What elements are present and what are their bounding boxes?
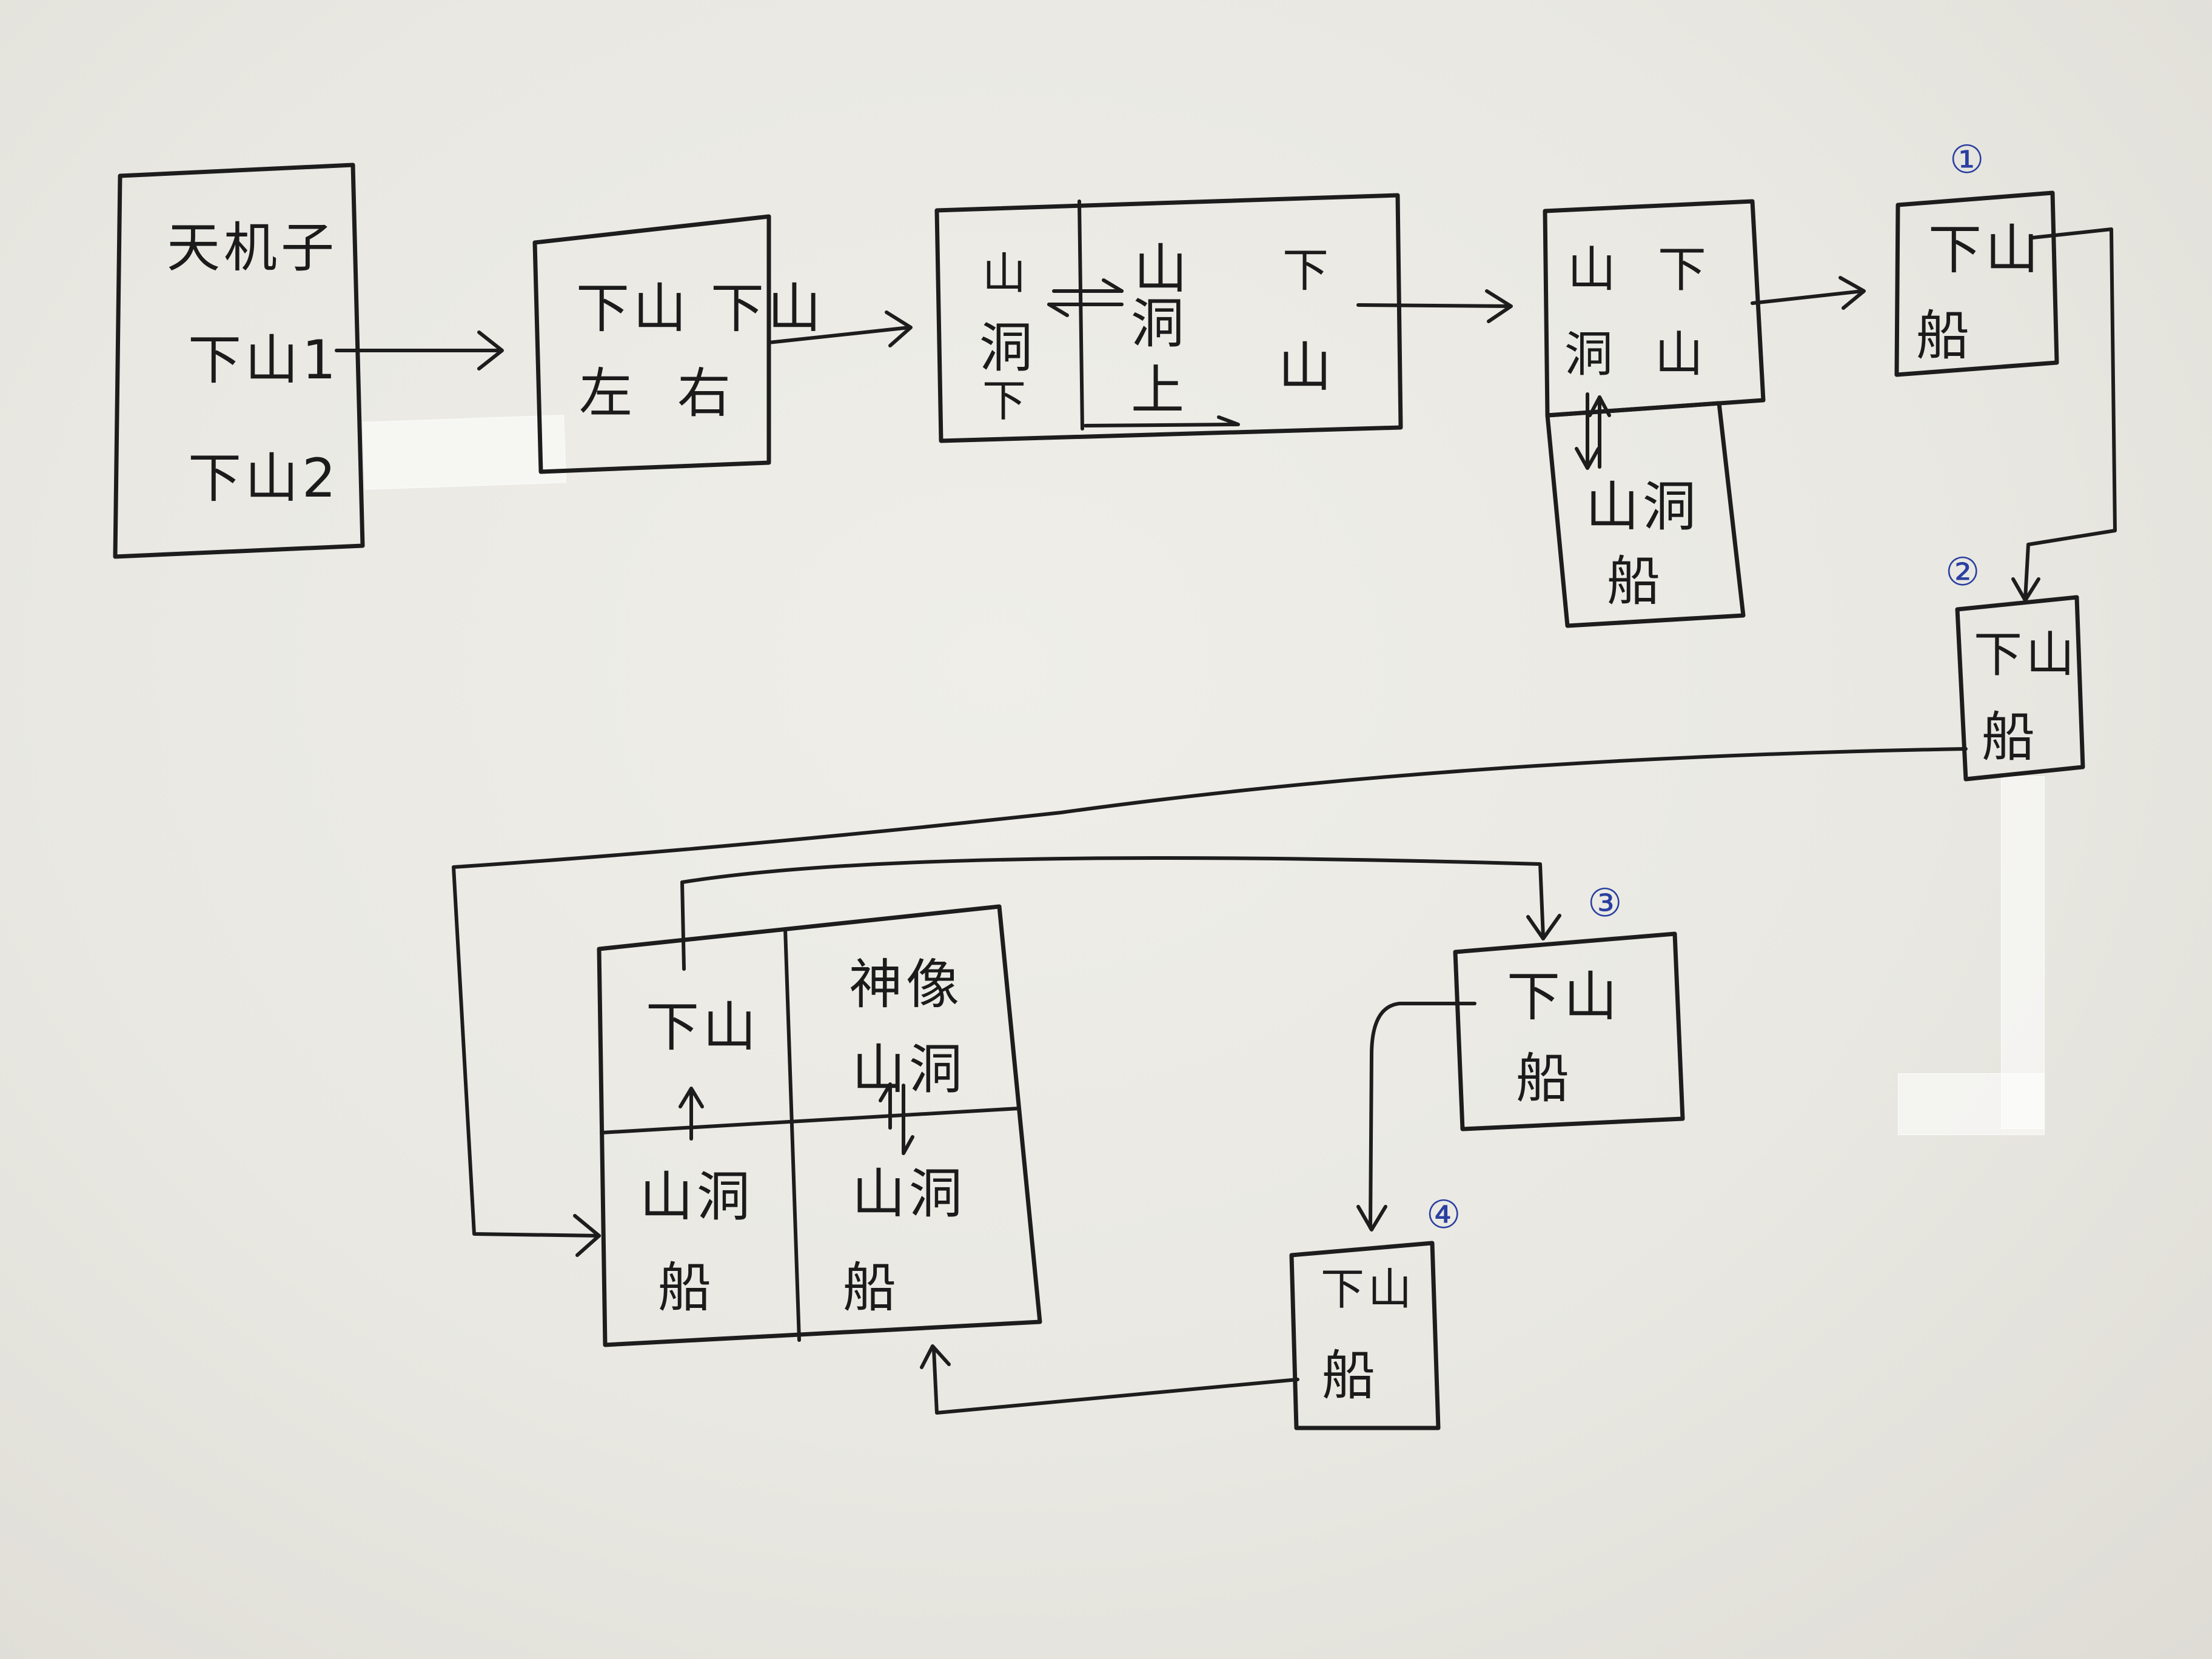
arrow-step3-to-step4 <box>1369 1002 1476 1230</box>
grid-bottom-right-line1: 山洞 <box>852 1162 967 1225</box>
grid-bottom-right-line2: 船 <box>843 1256 900 1319</box>
step3-box-outline <box>1453 931 1685 1131</box>
step4-line2: 船 <box>1322 1344 1379 1407</box>
cave-split-middle-c1: 山 <box>1134 238 1191 300</box>
cave-mountain-box-outline <box>1543 199 1766 418</box>
cave-split-right-c1: 下 <box>1282 243 1332 297</box>
cave-boat-top-box-outline <box>1545 401 1746 628</box>
grid-bottom-left-line2: 船 <box>658 1256 716 1319</box>
line-step2-to-grid <box>452 747 1968 1238</box>
arrow-step4-to-grid <box>932 1347 1299 1415</box>
step3-line1: 下山 <box>1507 965 1621 1028</box>
step4-number: ④ <box>1426 1193 1461 1238</box>
step1-box-outline <box>1894 190 2059 377</box>
step4-line1: 下山 <box>1321 1264 1416 1315</box>
cave-mountain-line1: 山 下 <box>1567 241 1710 298</box>
step1-line1: 下山 <box>1928 218 2043 281</box>
left-right-box-line2: 左 右 <box>579 362 734 424</box>
grid-top-right-line1: 神像 <box>849 953 964 1016</box>
cave-split-divider <box>1078 199 1084 431</box>
left-right-box-outline <box>532 214 771 474</box>
cave-boat-top-line1: 山洞 <box>1586 475 1700 538</box>
grid-top-right-line2: 山洞 <box>852 1038 967 1101</box>
step1-number: ① <box>1949 138 1985 183</box>
grid-vertical-divider <box>783 927 801 1342</box>
cave-mountain-line2: 洞 山 <box>1564 326 1707 383</box>
start-box-outline <box>113 163 365 559</box>
start-box-line2: 下山1 <box>188 329 340 391</box>
cave-split-middle-c2: 洞 <box>1131 292 1188 355</box>
arrow-grid-to-step3 <box>680 856 1545 971</box>
step4-box-outline <box>1289 1241 1441 1430</box>
cave-split-middle-c3: 上 <box>1131 359 1188 421</box>
step2-box-outline <box>1955 595 2085 782</box>
grid-top-left: 下山 <box>646 996 760 1058</box>
cave-boat-top-line2: 船 <box>1607 550 1664 612</box>
arrow-left-right-to-cave-split <box>767 326 911 344</box>
step3-number: ③ <box>1587 881 1623 926</box>
tape-strip-right <box>2001 776 2045 1129</box>
left-right-box-line1: 下山 下山 <box>576 277 825 340</box>
step1-line2: 船 <box>1916 304 1974 367</box>
step3-line2: 船 <box>1516 1047 1574 1110</box>
step2-line1: 下山 <box>1974 626 2078 683</box>
arrow-cave-mountain-to-step1 <box>1751 289 1865 305</box>
cave-split-box-outline <box>934 193 1403 443</box>
arrow-cave-split-bottom <box>1084 423 1239 427</box>
arrow-step1-to-step2 <box>2023 227 2117 601</box>
arrow-cave-split-to-cave-mountain <box>1356 303 1512 308</box>
cave-split-left-c2: 洞 <box>979 317 1037 379</box>
tape-strip-corner <box>1898 1073 2045 1135</box>
cave-split-right-c2: 山 <box>1278 336 1336 398</box>
start-box-line1: 天机子 <box>167 216 338 279</box>
step2-number: ② <box>1945 550 1980 595</box>
start-box-line3: 下山2 <box>188 447 340 509</box>
step2-line2: 船 <box>1982 706 2039 768</box>
grid-horizontal-divider <box>600 1107 1021 1134</box>
grid-box-outline <box>597 904 1042 1347</box>
cave-split-left-c3: 下 <box>982 375 1030 426</box>
grid-bottom-left-line1: 山洞 <box>640 1165 754 1228</box>
cave-split-left-c1: 山 <box>982 248 1030 299</box>
